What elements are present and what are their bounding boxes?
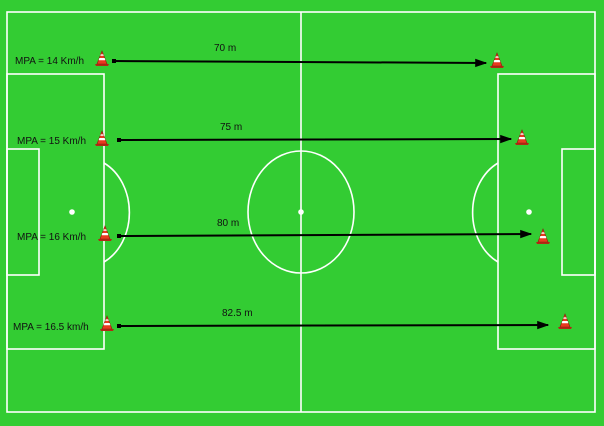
distance-label: 75 m [220, 122, 242, 133]
right-penalty-arc [471, 162, 499, 263]
arrow-start-marker [117, 324, 121, 328]
distance-label: 70 m [214, 43, 236, 54]
left-goal-box [6, 148, 40, 276]
right-penalty-spot [526, 209, 532, 215]
distance-label: 80 m [217, 218, 239, 229]
drill-list: MPA = 14 Km/h 70 m MPA = 15 Km/h 75 m MP… [13, 43, 573, 333]
mpa-label: MPA = 16.5 km/h [13, 322, 89, 333]
pitch-markings [6, 11, 596, 413]
distance-label: 82.5 m [222, 308, 253, 319]
center-circle [247, 150, 355, 274]
drill-row: MPA = 16.5 km/h 82.5 m [13, 308, 573, 333]
right-goal-box [561, 148, 596, 276]
distance-arrow [117, 320, 550, 330]
arrow-start-marker [117, 138, 121, 142]
arrow-start-marker [117, 234, 121, 238]
mpa-label: MPA = 15 Km/h [17, 136, 86, 147]
mpa-label: MPA = 16 Km/h [17, 232, 86, 243]
left-penalty-spot [69, 209, 75, 215]
left-penalty-arc [103, 162, 131, 263]
drill-row: MPA = 14 Km/h 70 m [15, 43, 505, 69]
distance-arrow [112, 58, 488, 68]
center-spot [298, 209, 304, 215]
arrow-start-marker [112, 59, 116, 63]
mpa-label: MPA = 14 Km/h [15, 56, 84, 67]
drill-row: MPA = 16 Km/h 80 m [17, 218, 551, 245]
distance-arrow [117, 134, 513, 144]
distance-arrow [117, 229, 533, 239]
drill-row: MPA = 15 Km/h 75 m [17, 122, 530, 147]
